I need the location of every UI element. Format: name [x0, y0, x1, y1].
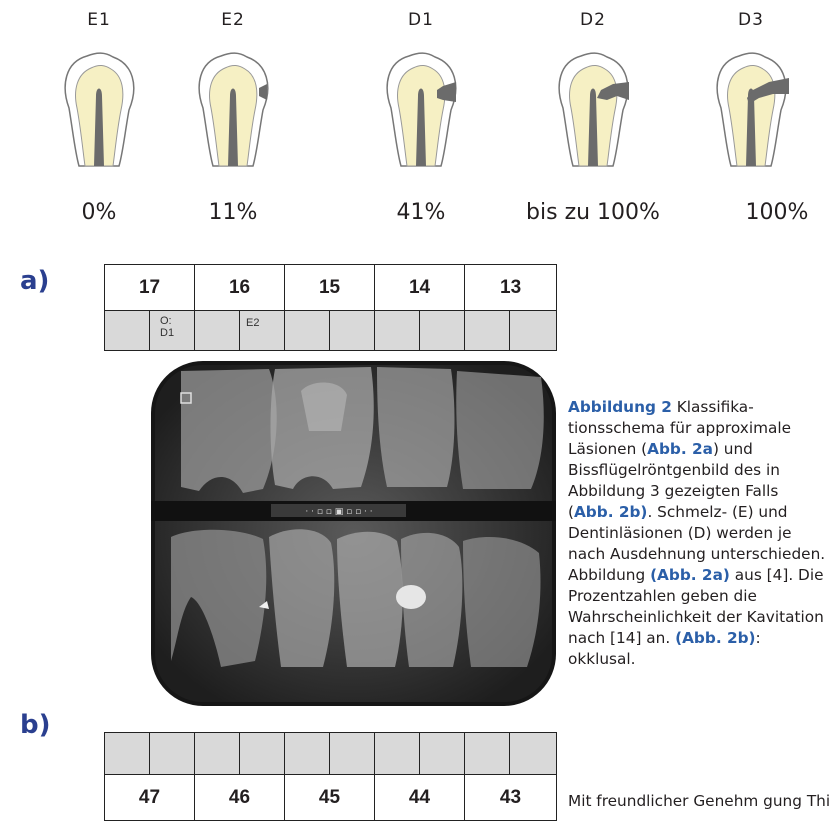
stage-percent: 0%: [82, 200, 117, 225]
tooth-chart-lower: 47 46 45 44 43: [104, 732, 557, 821]
tooth-number-cell: 46: [195, 775, 285, 821]
tooth-number-cell: 15: [285, 265, 375, 311]
stage-label: E2: [178, 6, 288, 34]
finding-cell: [510, 733, 557, 775]
finding-cell: E2: [240, 311, 285, 351]
bitewing-radiograph: · · ▫ ▫ ▣ ▫ ▫ · ·: [151, 361, 556, 706]
finding-cell: [240, 733, 285, 775]
stage-d2: D2: [538, 0, 648, 168]
figure-ref-link[interactable]: Abb. 2a: [647, 440, 713, 458]
finding-cell: [285, 733, 330, 775]
tooth-e2-drawing: [191, 48, 275, 168]
tooth-number-cell: 17: [105, 265, 195, 311]
tooth-chart-upper: 17 16 15 14 13 O: D1 E2: [104, 264, 557, 351]
finding-text: O: D1: [160, 315, 174, 339]
finding-cell: [150, 733, 195, 775]
finding-cell: [105, 733, 150, 775]
stage-d1: D1: [366, 0, 476, 168]
caption-title: Abbildung 2: [568, 398, 672, 416]
finding-cell: [330, 311, 375, 351]
tooth-number-cell: 43: [465, 775, 557, 821]
tooth-number-cell: 45: [285, 775, 375, 821]
tooth-d2-drawing: [551, 48, 635, 168]
finding-cell: [465, 311, 510, 351]
section-b-letter: b): [20, 710, 51, 740]
stage-percent: bis zu 100%: [526, 200, 660, 225]
finding-cell: [285, 311, 330, 351]
tooth-d1-drawing: [379, 48, 463, 168]
figure-ref-link[interactable]: (Abb. 2b): [675, 629, 755, 647]
finding-cell: [465, 733, 510, 775]
figure-ref-link[interactable]: Abb. 2b): [574, 503, 647, 521]
stage-percent: 11%: [209, 200, 258, 225]
stage-percent: 100%: [746, 200, 809, 225]
stage-e1: E1: [44, 0, 154, 168]
finding-cell: [510, 311, 557, 351]
stage-label: D2: [538, 6, 648, 34]
finding-cell: [195, 733, 240, 775]
finding-cell: [420, 733, 465, 775]
stage-d3: D3: [696, 0, 806, 168]
finding-cell: [105, 311, 150, 351]
finding-cell: [375, 733, 420, 775]
figure-ref-link[interactable]: (Abb. 2a): [650, 566, 730, 584]
credit-line: Mit freundlicher Genehm gung Thieme-Verl…: [568, 791, 830, 812]
stage-label: E1: [44, 6, 154, 34]
tooth-e1-drawing: [57, 48, 141, 168]
tooth-d3-drawing: [709, 48, 793, 168]
section-a-letter: a): [20, 266, 49, 296]
stage-label: D1: [366, 6, 476, 34]
tooth-number-cell: 16: [195, 265, 285, 311]
stage-percent: 41%: [397, 200, 446, 225]
stage-e2: E2: [178, 0, 288, 168]
tooth-number-cell: 44: [375, 775, 465, 821]
stage-label: D3: [696, 6, 806, 34]
sensor-markings: · · ▫ ▫ ▣ ▫ ▫ · ·: [305, 507, 372, 517]
finding-cell: [420, 311, 465, 351]
tooth-number-cell: 13: [465, 265, 557, 311]
finding-cell: [330, 733, 375, 775]
finding-text: E2: [246, 317, 259, 329]
finding-cell: [375, 311, 420, 351]
finding-cell: O: D1: [150, 311, 195, 351]
tooth-number-cell: 14: [375, 265, 465, 311]
tooth-number-cell: 47: [105, 775, 195, 821]
finding-cell: [195, 311, 240, 351]
figure-caption: Abbildung 2 Klassifika­tionsschema für a…: [568, 397, 828, 670]
